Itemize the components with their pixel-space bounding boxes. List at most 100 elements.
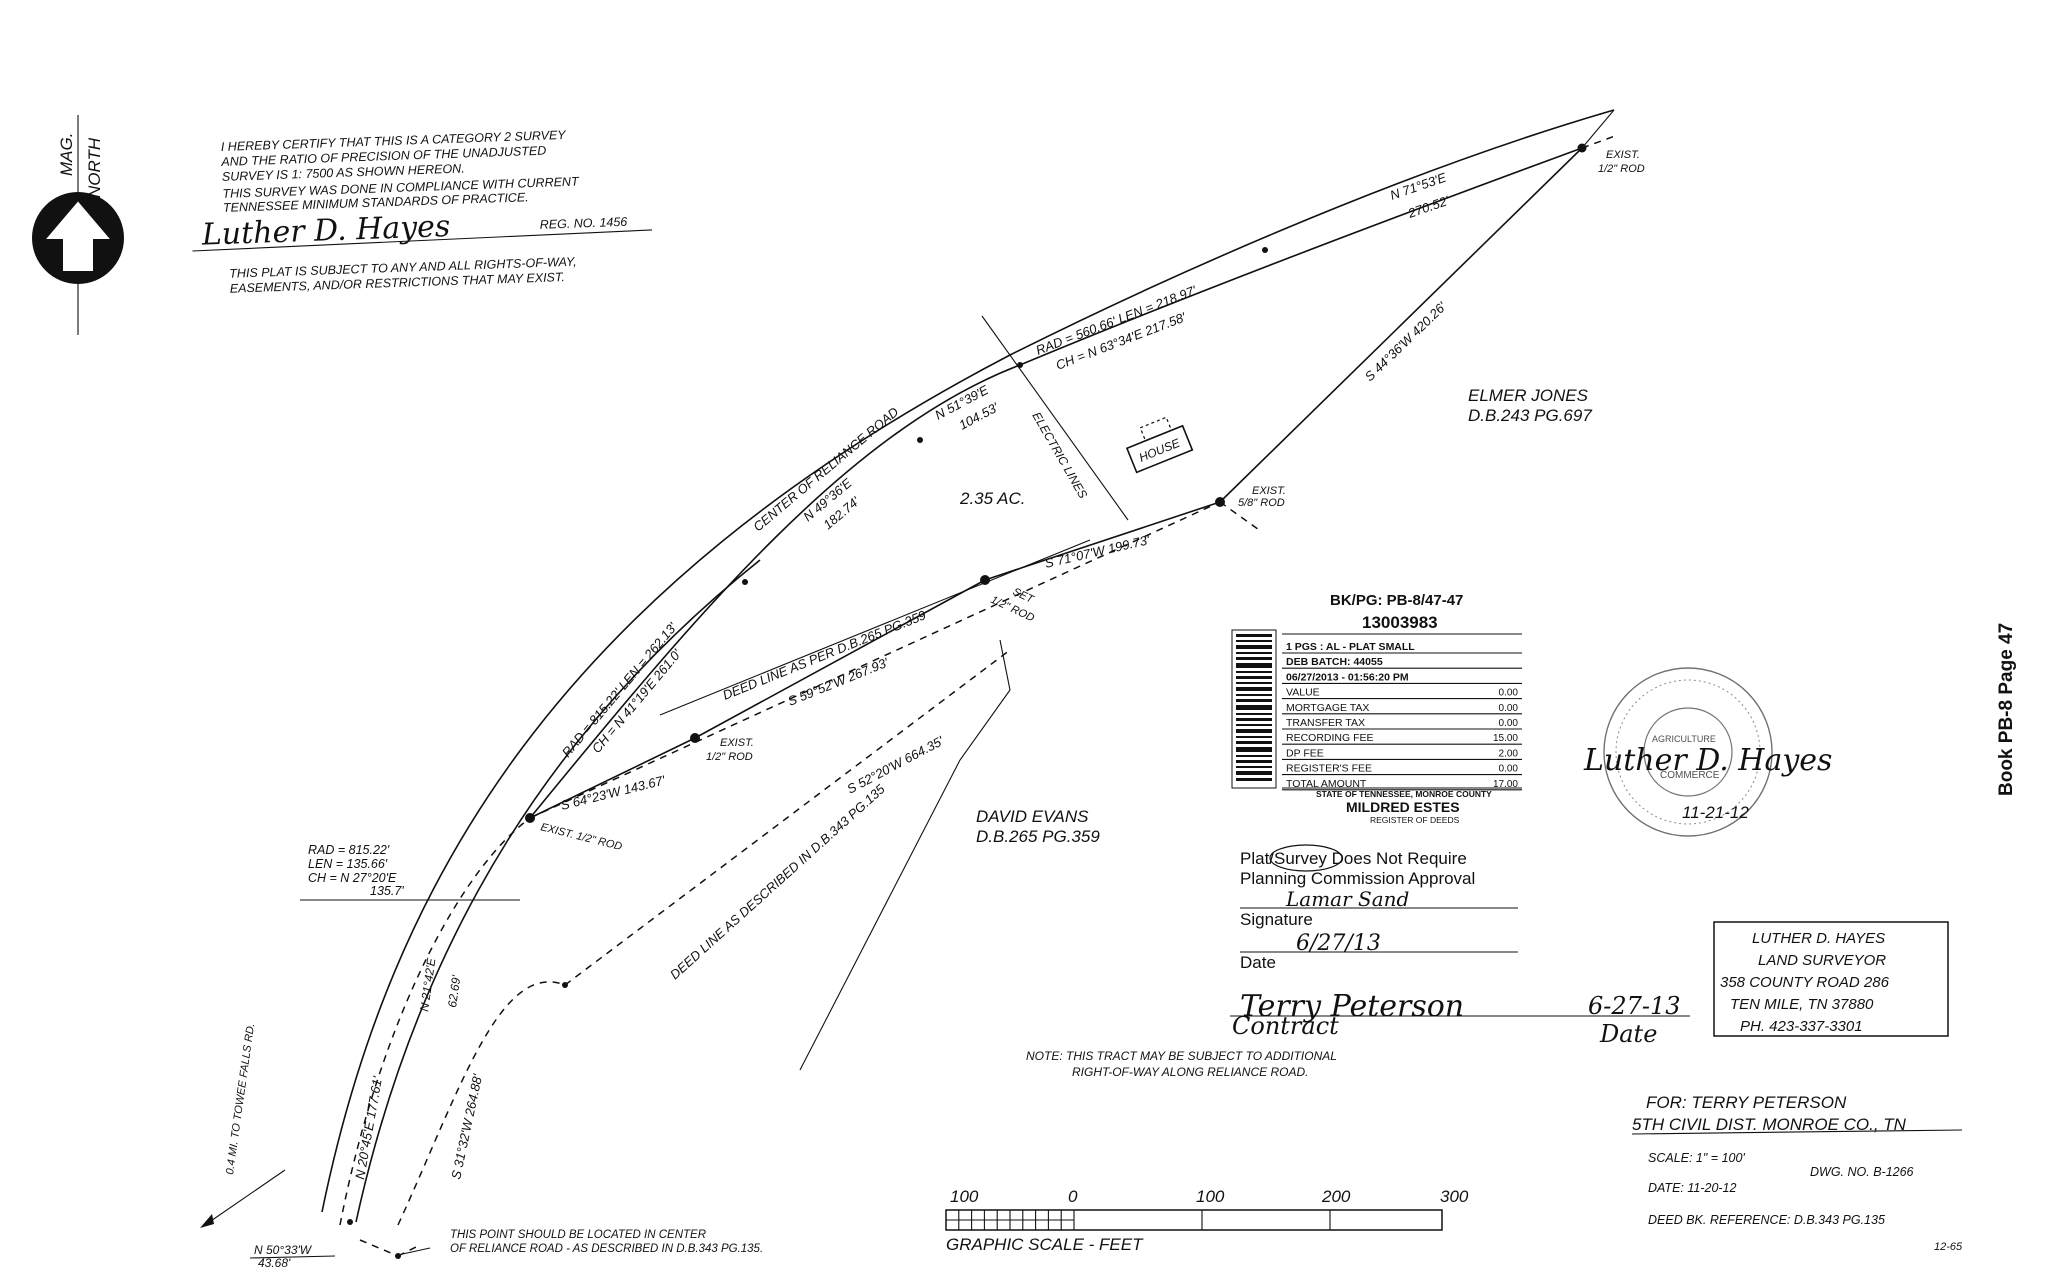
stamp-register-title: REGISTER OF DEEDS	[1370, 815, 1460, 825]
n2142-dist: 62.69'	[445, 974, 463, 1009]
for-block: FOR: TERRY PETERSON 5TH CIVIL DIST. MONR…	[1631, 1093, 1963, 1253]
curve-sw-ch: CH = N 27°20'E	[308, 871, 397, 885]
planning-signature: Lamar Sand	[1285, 887, 1409, 911]
curve-mid-rad: RAD = 815.22' LEN = 262.13'	[559, 619, 680, 760]
planning-line-1: Plat/Survey Does Not Require	[1240, 849, 1467, 868]
owner-signature-under: Contract	[1232, 1012, 1339, 1040]
for-code: 12-65	[1934, 1241, 1963, 1253]
reliance-road-label: CENTER OF RELIANCE ROAD	[750, 404, 901, 534]
house-footprint: HOUSE	[1125, 416, 1194, 474]
tract-note-1: NOTE: THIS TRACT MAY BE SUBJECT TO ADDIT…	[1026, 1049, 1337, 1063]
owner-signature: Terry Peterson Contract 6-27-13 Date	[1230, 989, 1690, 1048]
scale-tick-3: 200	[1321, 1187, 1351, 1206]
house-label: HOUSE	[1137, 435, 1183, 464]
s7107-line: S 71°07'W 199.73'	[1043, 532, 1151, 571]
david-deed: D.B.265 PG.359	[976, 827, 1100, 846]
stamp-register-name: MILDRED ESTES	[1346, 799, 1460, 815]
mag-label: MAG.	[57, 133, 76, 176]
n5033-bearing: N 50°33'W	[254, 1243, 313, 1257]
for-scale: SCALE: 1" = 100'	[1648, 1151, 1745, 1165]
stamp-bkpg: BK/PG: PB-8/47-47	[1330, 592, 1463, 609]
north-arrow: MAG. NORTH	[32, 115, 124, 335]
stamp-fee-table: 1 PGS : AL - PLAT SMALL DEB BATCH: 44055 0…	[1282, 641, 1522, 791]
tract-note-2: RIGHT-OF-WAY ALONG RELIANCE ROAD.	[1072, 1065, 1308, 1079]
point-note-1: THIS POINT SHOULD BE LOCATED IN CENTER	[450, 1229, 706, 1241]
reg-no: REG. NO. 1456	[540, 215, 628, 232]
seal-date: 11-21-12	[1682, 803, 1749, 822]
point-note-2: OF RELIANCE ROAD - AS DESCRIBED IN D.B.3…	[450, 1243, 763, 1255]
stamp-row-label: MORTGAGE TAX	[1286, 702, 1369, 714]
surveyor-seal: AGRICULTURE COMMERCE	[1603, 667, 1773, 837]
stamp-row-label: DEB BATCH: 44055	[1286, 656, 1383, 668]
for-deed-ref: DEED BK. REFERENCE: D.B.343 PG.135	[1648, 1213, 1885, 1227]
exist-rod-58-2: 5/8" ROD	[1238, 497, 1285, 509]
planning-approval: Plat/Survey Does Not Require Planning Co…	[1240, 844, 1518, 972]
boundary-lines: HOUSE	[200, 109, 1616, 1259]
curve-sw-rad: RAD = 815.22'	[308, 843, 390, 857]
surveyor-line-1: LUTHER D. HAYES	[1752, 930, 1885, 947]
stamp-row-label: TOTAL AMOUNT	[1286, 778, 1367, 790]
planning-line-2: Planning Commission Approval	[1240, 869, 1475, 888]
exist-rod-ne-2: 1/2" ROD	[1598, 163, 1645, 175]
n7153-dist: 270.52'	[1405, 193, 1451, 221]
exist-rod-mid-2: 1/2" ROD	[706, 751, 753, 763]
s5220-line: S 52°20'W 664.35'	[844, 733, 946, 797]
owner-signature-name: Terry Peterson	[1240, 989, 1464, 1024]
stamp-row-value: 15.00	[1493, 733, 1518, 744]
graphic-scale: 100 0 100 200 300 GRAPHIC SCALE - FEET	[945, 1187, 1469, 1254]
for-dwg: DWG. NO. B-1266	[1810, 1165, 1914, 1179]
elmer-name: ELMER JONES	[1468, 386, 1589, 405]
stamp-row-value: 0.00	[1499, 718, 1519, 729]
s3132-line: S 31°32'W 264.88'	[448, 1072, 485, 1180]
scale-caption: GRAPHIC SCALE - FEET	[946, 1235, 1144, 1254]
exist-rod-58-1: EXIST.	[1252, 485, 1286, 497]
stamp-row-label: REGISTER'S FEE	[1286, 763, 1372, 775]
book-page-label: Book PB-8 Page 47	[1996, 623, 2017, 796]
deed-343-label: DEED LINE AS DESCRIBED IN D.B.343 PG.135	[667, 781, 888, 982]
exist-rod-mid-1: EXIST.	[720, 737, 754, 749]
david-name: DAVID EVANS	[976, 807, 1089, 826]
stamp-row-value: 17.00	[1493, 779, 1518, 790]
surveyor-box: LUTHER D. HAYES LAND SURVEYOR 358 COUNTY…	[1713, 921, 1949, 1037]
seal-agriculture: AGRICULTURE	[1652, 734, 1716, 744]
exist-rod-ne-1: EXIST.	[1606, 149, 1640, 161]
certification-block: I HEREBY CERTIFY THAT THIS IS A CATEGORY…	[192, 128, 653, 296]
planning-date-label: Date	[1240, 953, 1276, 972]
surveyor-line-5: PH. 423-337-3301	[1740, 1018, 1863, 1035]
seal-signature: Luther D. Hayes	[1583, 743, 1832, 778]
surveyor-line-2: LAND SURVEYOR	[1758, 952, 1886, 969]
curve-sw-len: LEN = 135.66'	[308, 857, 388, 871]
stamp-state-line: STATE OF TENNESSEE, MONROE COUNTY	[1316, 789, 1492, 799]
cert-signature: Luther D. Hayes	[200, 209, 451, 253]
stamp-row-value: 0.00	[1499, 764, 1519, 775]
exist-rod-sw: EXIST. 1/2" ROD	[539, 821, 623, 853]
for-owner: FOR: TERRY PETERSON	[1646, 1093, 1847, 1112]
elmer-deed: D.B.243 PG.697	[1468, 406, 1592, 425]
scale-tick-4: 300	[1440, 1187, 1469, 1206]
owner-date-label: Date	[1599, 1020, 1657, 1048]
stamp-barcode	[1231, 629, 1277, 789]
planning-signature-label: Signature	[1240, 910, 1313, 929]
surveyor-line-3: 358 COUNTY ROAD 286	[1720, 974, 1890, 991]
stamp-row-label: 06/27/2013 - 01:56:20 PM	[1286, 671, 1409, 683]
scale-tick-2: 100	[1196, 1187, 1225, 1206]
scale-tick-0: 100	[950, 1187, 979, 1206]
n2142-bearing: N 21°42'E	[417, 956, 438, 1012]
stamp-row-label: 1 PGS : AL - PLAT SMALL	[1286, 641, 1415, 653]
for-date: DATE: 11-20-12	[1648, 1181, 1737, 1195]
north-label: NORTH	[85, 137, 104, 198]
s4436-line: S 44°36'W 420.26'	[1362, 299, 1450, 384]
stamp-row-value: 0.00	[1499, 688, 1519, 699]
curve-sw-dist: 135.7'	[370, 884, 404, 898]
towee-falls-label: 0.4 MI. TO TOWEE FALLS RD.	[224, 1022, 257, 1175]
stamp-row-label: RECORDING FEE	[1286, 732, 1374, 744]
stamp-row-label: TRANSFER TAX	[1286, 717, 1365, 729]
scale-tick-1: 0	[1068, 1187, 1078, 1206]
stamp-row-label: VALUE	[1286, 687, 1320, 699]
stamp-row-label: DP FEE	[1286, 747, 1324, 759]
acreage-label: 2.35 AC.	[959, 489, 1026, 508]
for-district: 5TH CIVIL DIST. MONROE CO., TN	[1632, 1115, 1907, 1134]
stamp-row-value: 2.00	[1499, 748, 1519, 759]
stamp-row-value: 0.00	[1499, 703, 1519, 714]
